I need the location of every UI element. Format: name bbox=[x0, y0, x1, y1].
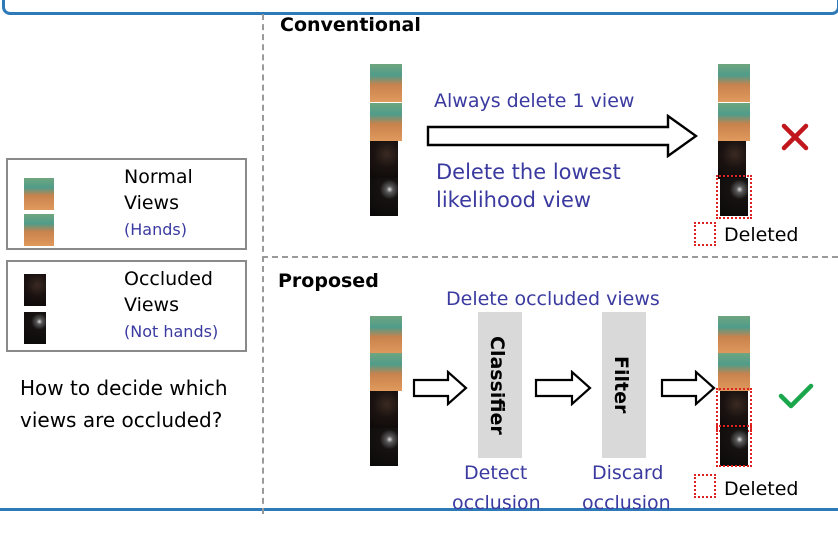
input-view-occluded bbox=[370, 178, 398, 216]
filter-box bbox=[602, 312, 646, 458]
filter-caption-line-2: occlusion bbox=[582, 492, 671, 514]
classifier-label: Classifier bbox=[486, 336, 508, 435]
output-view-deleted bbox=[720, 391, 748, 429]
conventional-arrow-label: Always delete 1 view bbox=[434, 90, 635, 112]
input-view-occluded bbox=[370, 391, 398, 429]
proposed-deleted-label: Deleted bbox=[724, 478, 799, 500]
input-view-normal bbox=[370, 103, 402, 141]
deleted-legend-swatch bbox=[694, 222, 716, 246]
occluded-view-thumbnail bbox=[24, 312, 46, 344]
legend-normal-views: Normal Views (Hands) bbox=[6, 158, 247, 250]
output-view-occluded bbox=[718, 141, 746, 179]
normal-view-thumbnail bbox=[24, 214, 54, 246]
legend-normal-subtitle: (Hands) bbox=[124, 220, 187, 239]
proposed-top-label: Delete occluded views bbox=[446, 288, 660, 310]
normal-view-thumbnail bbox=[24, 178, 54, 210]
output-view-deleted bbox=[720, 178, 748, 216]
legend-occluded-title: Occluded bbox=[124, 268, 213, 290]
input-view-occluded bbox=[370, 428, 398, 466]
horizontal-divider bbox=[262, 256, 838, 258]
bottom-frame bbox=[0, 508, 838, 551]
filter-label: Filter bbox=[610, 356, 632, 414]
filter-caption-line-1: Discard bbox=[592, 462, 664, 484]
classifier-caption-line-2: occlusion bbox=[452, 492, 541, 514]
cross-icon bbox=[781, 123, 809, 151]
output-view-normal bbox=[718, 353, 750, 391]
conventional-method-line-2: likelihood view bbox=[436, 188, 592, 212]
conventional-title: Conventional bbox=[280, 14, 421, 36]
question-text-line-1: How to decide which bbox=[20, 376, 228, 400]
output-view-deleted bbox=[720, 428, 748, 466]
legend-occluded-subtitle: (Not hands) bbox=[124, 322, 219, 341]
arrow-to-output bbox=[660, 370, 716, 406]
output-view-normal bbox=[718, 64, 750, 102]
legend-normal-title: Normal bbox=[124, 166, 193, 188]
conventional-method-line-1: Delete the lowest bbox=[436, 160, 621, 184]
top-frame bbox=[2, 0, 838, 15]
check-icon bbox=[778, 383, 814, 409]
output-view-normal bbox=[718, 316, 750, 354]
conventional-deleted-label: Deleted bbox=[724, 224, 799, 246]
output-view-normal bbox=[718, 103, 750, 141]
legend-occluded-title-2: Views bbox=[124, 294, 179, 316]
conventional-arrow bbox=[426, 114, 698, 158]
legend-normal-title-2: Views bbox=[124, 192, 179, 214]
arrow-to-classifier bbox=[412, 370, 468, 406]
classifier-box bbox=[478, 312, 522, 458]
proposed-title: Proposed bbox=[278, 270, 379, 292]
deleted-marker bbox=[716, 175, 752, 219]
legend-occluded-views: Occluded Views (Not hands) bbox=[6, 260, 247, 352]
question-text-line-2: views are occluded? bbox=[20, 408, 223, 432]
occluded-view-thumbnail bbox=[24, 274, 46, 306]
deleted-marker bbox=[716, 425, 752, 467]
classifier-caption-line-1: Detect bbox=[464, 462, 528, 484]
vertical-divider bbox=[262, 14, 264, 514]
deleted-legend-swatch bbox=[694, 474, 716, 498]
input-view-normal bbox=[370, 64, 402, 102]
input-view-normal bbox=[370, 353, 402, 391]
input-view-normal bbox=[370, 316, 402, 354]
input-view-occluded bbox=[370, 141, 398, 179]
arrow-to-filter bbox=[534, 370, 592, 406]
